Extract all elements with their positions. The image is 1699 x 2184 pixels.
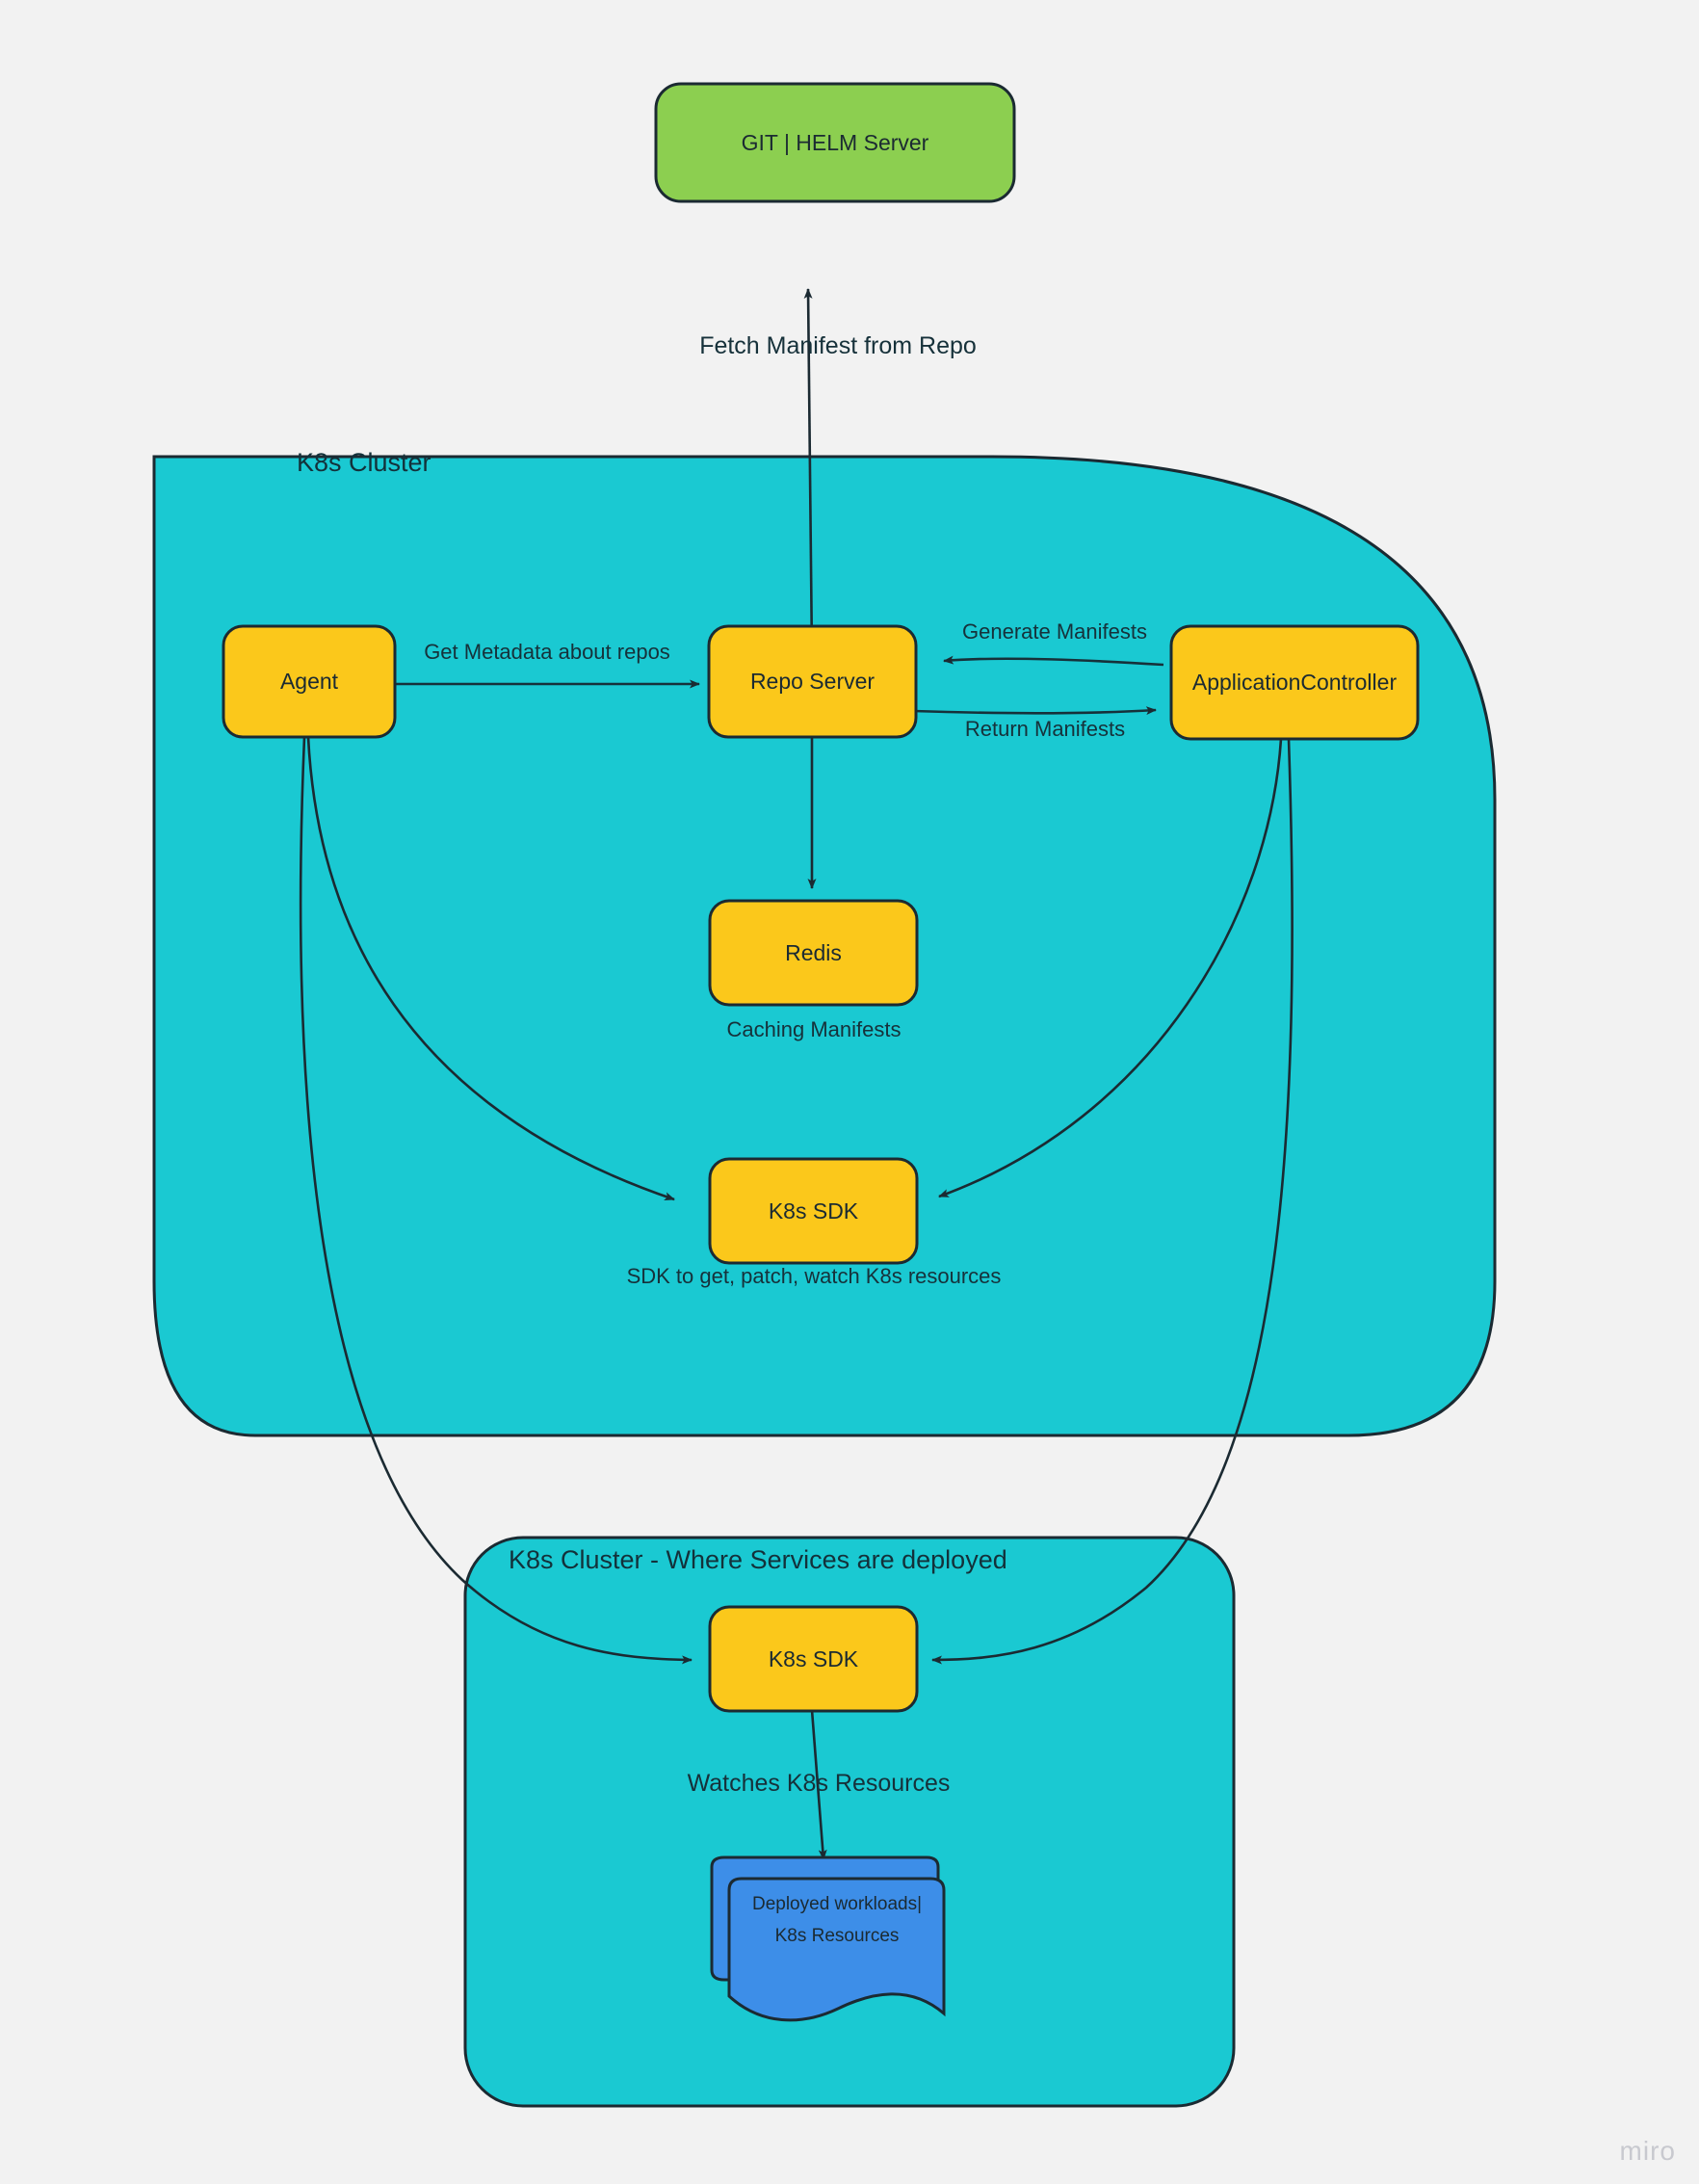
container-title-k8s-cluster-top: K8s Cluster [297, 448, 431, 477]
edge-label-watches-resources: Watches K8s Resources [687, 1770, 951, 1797]
node-agent[interactable] [222, 624, 397, 739]
node-git-helm-server[interactable] [654, 82, 1016, 203]
node-application-controller[interactable] [1169, 624, 1420, 741]
node-redis[interactable] [708, 899, 919, 1007]
node-repo-server[interactable] [707, 624, 918, 739]
edge-label-sdk-caption: SDK to get, patch, watch K8s resources [626, 1264, 1002, 1288]
node-k8s-sdk-top[interactable] [708, 1157, 919, 1265]
node-k8s-sdk-bottom[interactable] [708, 1605, 919, 1713]
edge-watches-resources [810, 1709, 827, 1860]
edge-return-manifests [912, 706, 1157, 716]
edge-appcontroller-to-bottom-sdk [931, 738, 1294, 1665]
node-deployed-workloads[interactable] [727, 1877, 946, 2022]
edge-label-generate-manifests: Generate Manifests [962, 619, 1147, 644]
miro-watermark: miro [1619, 2136, 1676, 2166]
edge-agent-to-bottom-sdk [299, 736, 693, 1665]
edge-appcontroller-to-top-sdk [938, 738, 1283, 1198]
container-title-k8s-cluster-bottom: K8s Cluster - Where Services are deploye… [509, 1545, 1007, 1574]
edge-label-caching-manifests: Caching Manifests [726, 1017, 902, 1041]
edge-label-get-metadata: Get Metadata about repos [424, 640, 670, 664]
edge-label-fetch-manifest: Fetch Manifest from Repo [699, 332, 977, 359]
edge-fetch-manifest [803, 288, 814, 656]
edge-label-return-manifests: Return Manifests [964, 717, 1126, 741]
edge-agent-to-top-sdk [306, 736, 675, 1201]
edge-generate-manifests [943, 655, 1164, 667]
container-k8s-cluster-bottom [463, 1536, 1236, 2108]
